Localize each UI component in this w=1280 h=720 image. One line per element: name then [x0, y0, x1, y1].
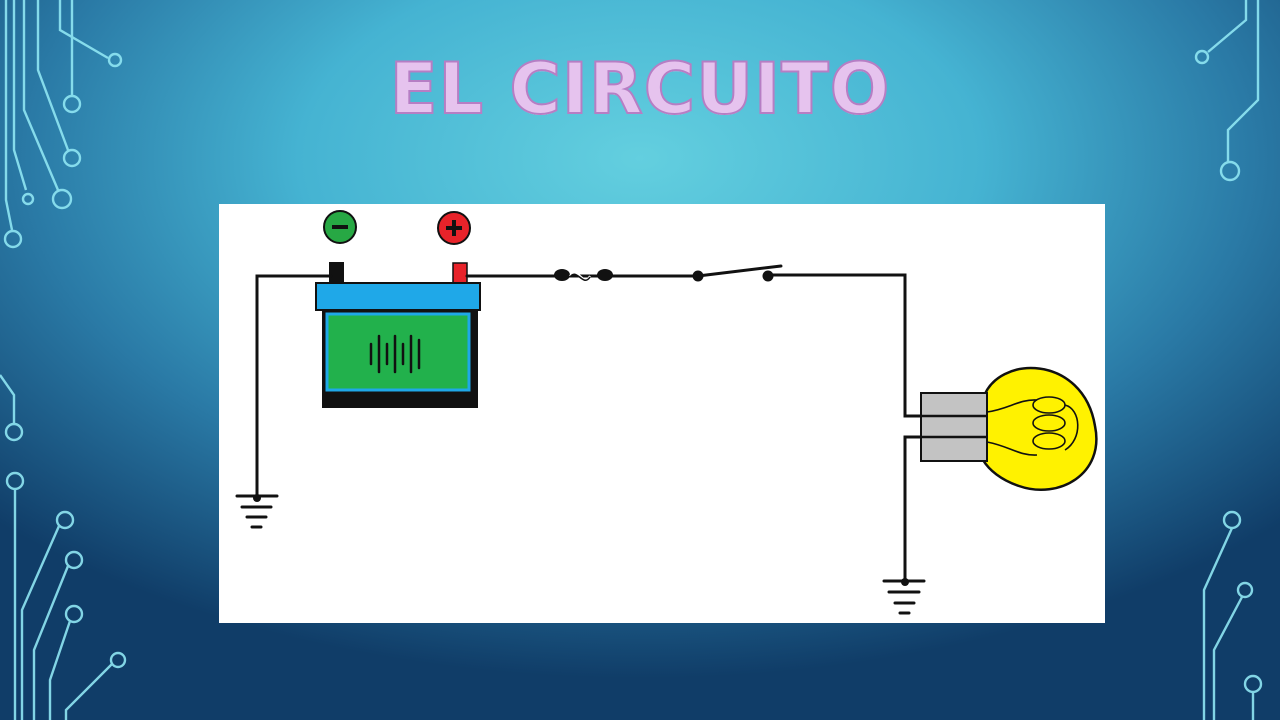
- ground-right-icon: [882, 578, 926, 615]
- slide-title: EL CIRCUITO: [389, 47, 891, 131]
- positive-terminal-icon: [437, 211, 471, 245]
- circuit-diagram-panel: [219, 204, 1105, 623]
- battery-cells-icon: [369, 334, 421, 374]
- negative-terminal-icon: [323, 210, 357, 244]
- light-bulb-icon: [920, 366, 1098, 491]
- circuit-diagram: [235, 210, 1098, 615]
- ground-left-icon: [235, 494, 279, 529]
- open-switch-icon: [692, 264, 783, 282]
- fuse-icon: [554, 269, 613, 281]
- battery: [315, 262, 481, 408]
